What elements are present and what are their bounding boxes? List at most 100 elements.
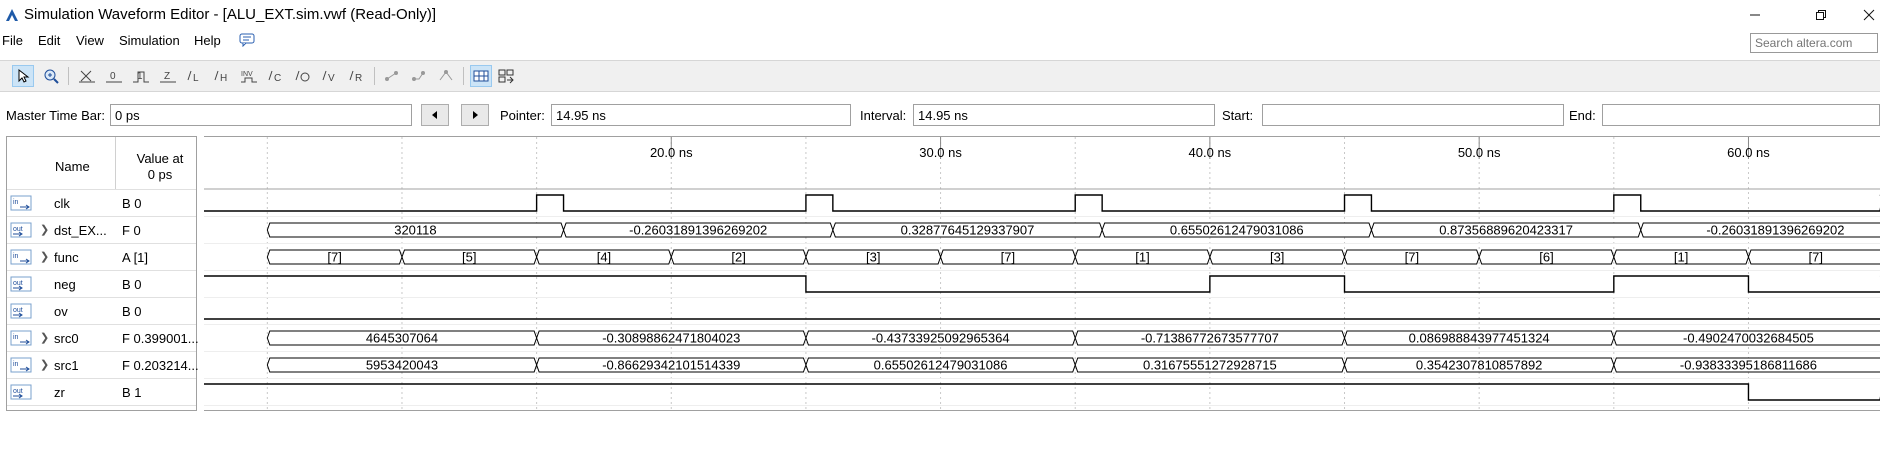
neg-waveform bbox=[204, 275, 1880, 293]
signal-name: dst_EX... bbox=[54, 223, 107, 238]
row-divider bbox=[7, 405, 196, 406]
func-bus-value-label: [7] bbox=[1001, 250, 1015, 265]
zoom-tool-button[interactable] bbox=[40, 65, 62, 87]
select-tool-button[interactable] bbox=[12, 65, 34, 87]
src1-bus-segment bbox=[1613, 357, 1880, 373]
interval-field[interactable]: 14.95 ns bbox=[913, 104, 1215, 126]
pointer-field[interactable]: 14.95 ns bbox=[551, 104, 851, 126]
forcing-low-button[interactable]: 0 bbox=[103, 65, 125, 87]
row-divider bbox=[7, 378, 196, 379]
src0-bus-segment bbox=[1613, 330, 1880, 346]
grid-icon bbox=[473, 70, 489, 82]
func-bus-value-label: [7] bbox=[327, 250, 341, 265]
overwrite-button[interactable] bbox=[495, 65, 517, 87]
restore-icon bbox=[1816, 10, 1826, 20]
menu-view[interactable]: View bbox=[76, 33, 104, 48]
clock-icon bbox=[295, 70, 310, 82]
time-tick-label: 50.0 ns bbox=[1458, 145, 1501, 160]
weak-high-button[interactable]: H bbox=[211, 65, 233, 87]
signal-name: clk bbox=[54, 196, 70, 211]
signal-name: src0 bbox=[54, 331, 79, 346]
high-impedance-button[interactable]: Z bbox=[157, 65, 179, 87]
zoom-icon bbox=[44, 69, 59, 84]
next-transition-button[interactable] bbox=[461, 104, 489, 126]
svg-text:out: out bbox=[13, 388, 23, 395]
snap-button-2[interactable] bbox=[408, 65, 430, 87]
signal-row-dstex[interactable]: out❯dst_EX...F 0 bbox=[7, 217, 196, 244]
output-pin-icon: out bbox=[10, 276, 32, 292]
expand-chevron-icon[interactable]: ❯ bbox=[40, 251, 50, 263]
help-bubble-icon[interactable] bbox=[239, 33, 255, 47]
invert-button[interactable]: INV bbox=[238, 65, 260, 87]
menu-file[interactable]: File bbox=[2, 33, 23, 48]
svg-text:in: in bbox=[13, 199, 19, 206]
signal-name: src1 bbox=[54, 358, 79, 373]
arbitrary-value-icon: V bbox=[322, 70, 335, 84]
svg-text:out: out bbox=[13, 226, 23, 233]
name-column-header[interactable]: Name bbox=[55, 159, 90, 174]
svg-text:Z: Z bbox=[164, 71, 170, 82]
search-input[interactable] bbox=[1750, 33, 1878, 53]
menu-simulation[interactable]: Simulation bbox=[119, 33, 180, 48]
func-bus-value-label: [5] bbox=[462, 250, 476, 265]
random-value-button[interactable]: R bbox=[346, 65, 368, 87]
menu-edit[interactable]: Edit bbox=[38, 33, 61, 48]
clock-button[interactable] bbox=[292, 65, 314, 87]
row-divider bbox=[7, 270, 196, 271]
menu-help[interactable]: Help bbox=[194, 33, 221, 48]
invert-icon: INV bbox=[241, 71, 257, 83]
start-field[interactable] bbox=[1262, 104, 1564, 126]
previous-transition-button[interactable] bbox=[421, 104, 449, 126]
svg-text:INV: INV bbox=[241, 71, 253, 78]
close-button[interactable] bbox=[1846, 0, 1880, 30]
end-label: End: bbox=[1569, 108, 1596, 123]
arbitrary-value-button[interactable]: V bbox=[319, 65, 341, 87]
end-field[interactable] bbox=[1602, 104, 1880, 126]
func-bus-value-label: [1] bbox=[1674, 250, 1688, 265]
func-bus-value-label: [7] bbox=[1405, 250, 1419, 265]
count-value-button[interactable]: C bbox=[265, 65, 287, 87]
dst-bus-value-label: 0.87356889620423317 bbox=[1439, 223, 1573, 238]
app-icon bbox=[6, 9, 18, 21]
weak-low-button[interactable]: L bbox=[184, 65, 206, 87]
snap-button-3[interactable] bbox=[435, 65, 457, 87]
input-pin-icon: in bbox=[10, 195, 32, 211]
unknown-value-button[interactable] bbox=[76, 65, 98, 87]
dst-bus-value-label: -0.26031891396269202 bbox=[629, 223, 767, 238]
snap-button-1[interactable] bbox=[381, 65, 403, 87]
count-value-icon: C bbox=[268, 70, 281, 84]
value-column-header[interactable]: Value at 0 ps bbox=[123, 151, 197, 183]
grid-button[interactable] bbox=[470, 65, 492, 87]
signal-value: F 0.203214... bbox=[122, 358, 199, 373]
master-time-bar-field[interactable]: 0 ps bbox=[110, 104, 412, 126]
dst-bus-value-label: 0.65502612479031086 bbox=[1170, 223, 1304, 238]
expand-chevron-icon[interactable]: ❯ bbox=[40, 224, 50, 236]
minimize-button[interactable] bbox=[1732, 0, 1778, 30]
signal-name: neg bbox=[54, 277, 76, 292]
interval-label: Interval: bbox=[860, 108, 907, 123]
zr-waveform bbox=[204, 383, 1880, 401]
signal-value: F 0.399001... bbox=[122, 331, 199, 346]
unknown-value-icon bbox=[79, 70, 95, 83]
expand-chevron-icon[interactable]: ❯ bbox=[40, 359, 50, 371]
signal-value: A [1] bbox=[122, 250, 149, 265]
forcing-high-button[interactable]: 1 bbox=[130, 65, 152, 87]
high-impedance-icon: Z bbox=[160, 71, 176, 83]
header-divider bbox=[7, 189, 196, 190]
func-bus-value-label: [6] bbox=[1539, 250, 1553, 265]
restore-button[interactable] bbox=[1798, 0, 1844, 30]
expand-chevron-icon[interactable]: ❯ bbox=[40, 332, 50, 344]
row-divider bbox=[7, 297, 196, 298]
src1-bus-value-label: -0.93833395186811686 bbox=[1680, 358, 1817, 373]
svg-text:V: V bbox=[328, 73, 335, 84]
